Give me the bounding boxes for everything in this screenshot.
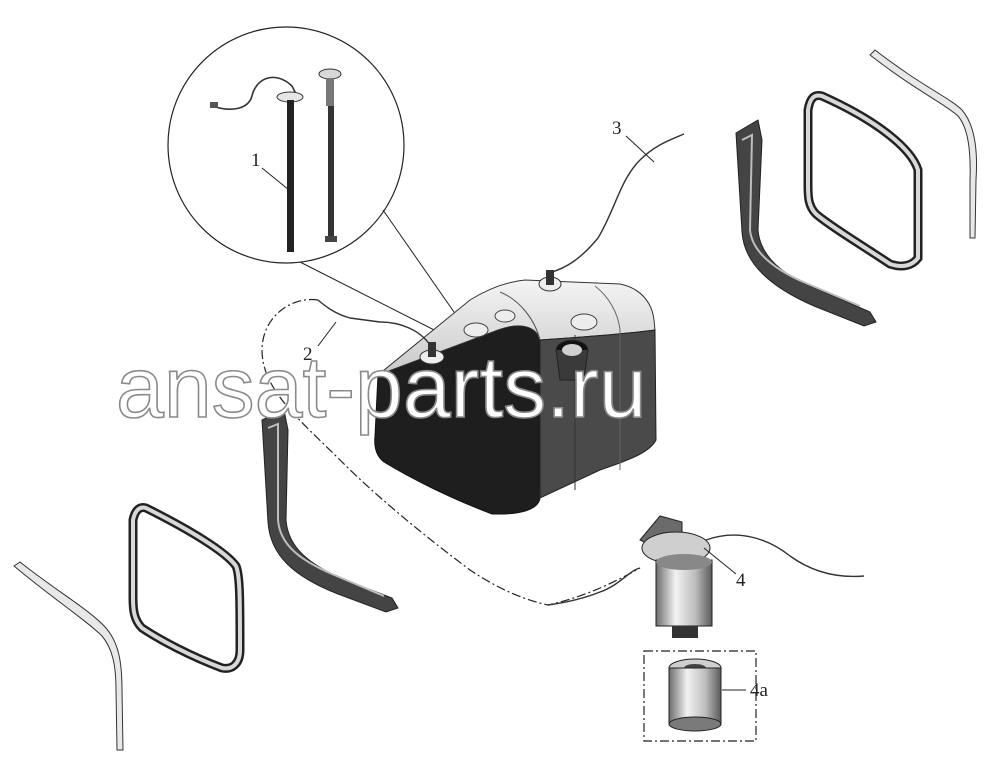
callout-4a: 4a <box>750 680 769 701</box>
detail-circle <box>167 26 471 339</box>
callout-3: 3 <box>612 118 622 139</box>
tank-bracket-right <box>735 119 877 327</box>
leader-lines <box>261 135 746 691</box>
fuel-pipe-2 <box>317 299 431 346</box>
watermark: ansat-parts.ru <box>116 340 647 436</box>
filter-element-box <box>643 650 757 742</box>
fuel-level-sender <box>210 76 304 252</box>
fuel-pipe-3 <box>551 133 685 273</box>
fuel-filter <box>547 515 865 638</box>
callout-2: 2 <box>303 344 313 365</box>
tank-strap-right <box>869 49 978 239</box>
tank-rubber-ring-right <box>803 91 923 271</box>
callout-4: 4 <box>736 570 746 591</box>
tank-strap-left <box>13 561 124 751</box>
suction-tube <box>318 68 342 242</box>
tank-rubber-ring-left <box>128 503 245 673</box>
tank-bracket-left <box>261 409 399 613</box>
callout-1: 1 <box>251 150 261 171</box>
fuel-tank <box>374 270 657 515</box>
